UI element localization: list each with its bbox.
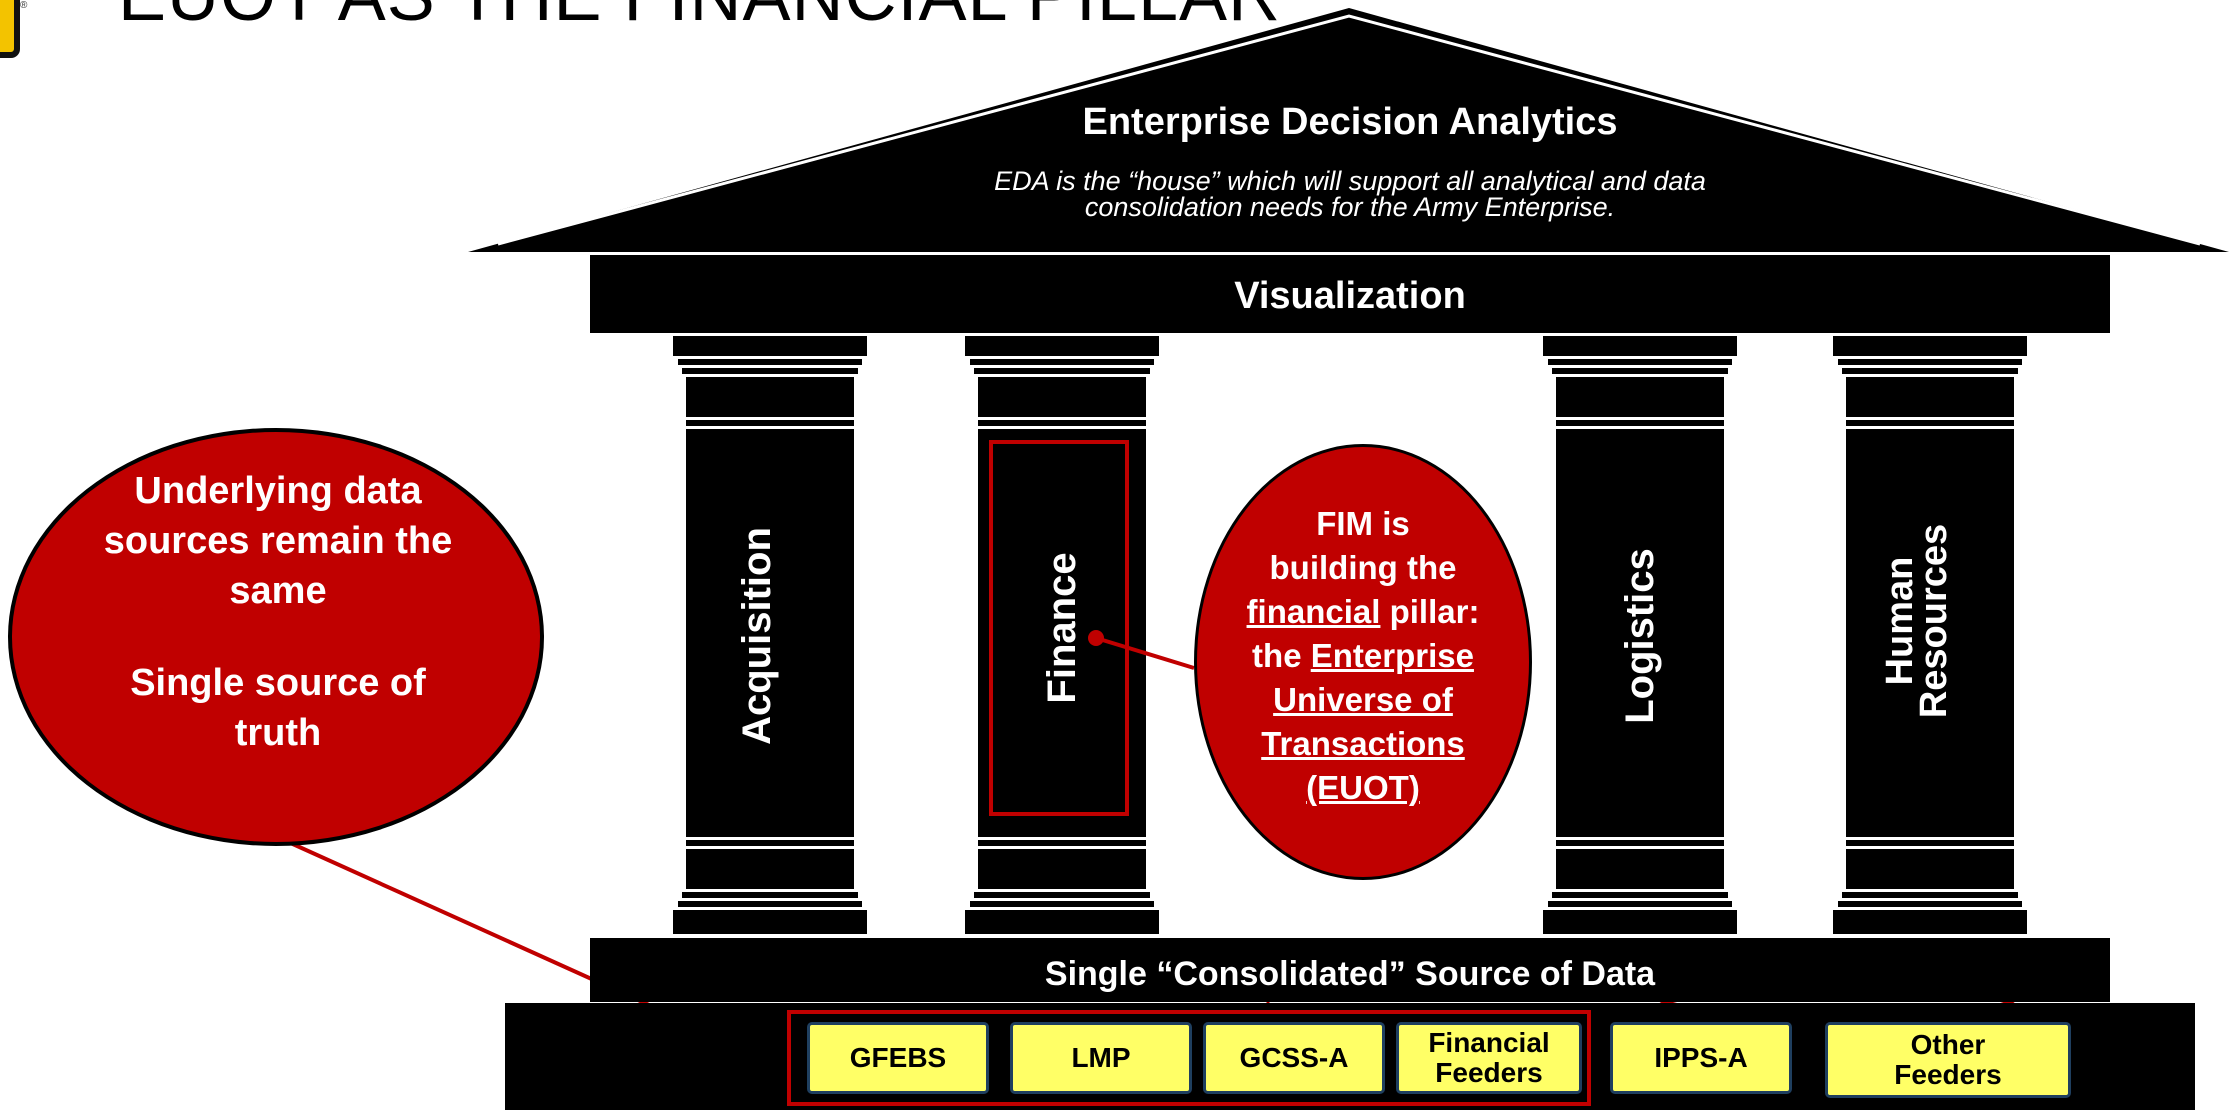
fim-callout-connector: [1095, 636, 1195, 670]
pillar-hr-line2: Resources: [1913, 523, 1955, 719]
fim-callout-line6: Transactions: [1261, 725, 1465, 762]
fim-the-text: the: [1252, 637, 1311, 674]
fim-pillar-text: pillar:: [1380, 593, 1480, 630]
source-financial-feeders-line1: Financial: [1428, 1027, 1550, 1058]
source-gcss-a-label: GCSS-A: [1239, 1042, 1349, 1073]
fim-callout-connector-dot: [1088, 630, 1104, 646]
source-financial-feeders: Financial Feeders: [1396, 1022, 1582, 1094]
fim-enterprise-underlined: Enterprise: [1310, 637, 1474, 674]
source-other-feeders-line2: Feeders: [1894, 1059, 2002, 1090]
registered-mark-icon: ®: [20, 0, 28, 11]
roof-subtitle: EDA is the “house” which will support al…: [900, 166, 1800, 222]
fim-callout-line2: building the: [1269, 549, 1457, 586]
fim-callout-line5: Universe of: [1273, 681, 1453, 718]
pillar-acquisition-label: Acquisition: [735, 527, 779, 745]
left-callout-text: Underlying data sources remain the same …: [28, 466, 528, 758]
source-financial-feeders-line2: Feeders: [1435, 1057, 1543, 1088]
columns: [673, 336, 2027, 934]
pillar-hr-line1: Human: [1879, 556, 1921, 686]
left-callout-line1: Underlying data: [134, 470, 422, 512]
source-ipps-a: IPPS-A: [1610, 1022, 1792, 1094]
source-gfebs: GFEBS: [807, 1022, 989, 1094]
fim-callout-bubble: [1194, 444, 1532, 880]
visualization-band: Visualization: [590, 255, 2110, 333]
column-finance: [965, 336, 1159, 934]
visualization-label: Visualization: [1234, 275, 1466, 317]
column-acquisition: [673, 336, 867, 934]
fim-callout-text: FIM is building the financial pillar: th…: [1194, 502, 1532, 810]
source-other-feeders: Other Feeders: [1825, 1022, 2071, 1098]
source-lmp-label: LMP: [1071, 1042, 1131, 1073]
page-title: EUOT AS THE FINANCIAL PILLAR: [118, 0, 1281, 32]
left-callout-line3: same: [229, 570, 327, 612]
pillar-human-resources-label: Human Resources: [1879, 523, 1955, 719]
roof-title: Enterprise Decision Analytics: [1082, 101, 1618, 143]
left-callout-line2: sources remain the: [103, 520, 453, 562]
army-logo: [0, 0, 20, 58]
column-logistics: [1543, 336, 1737, 934]
left-callout-line5: truth: [234, 712, 322, 754]
left-callout-bubble: [8, 428, 544, 846]
fim-callout-line4: the Enterprise: [1194, 634, 1532, 678]
source-gfebs-label: GFEBS: [849, 1042, 947, 1073]
fim-financial-underlined: financial: [1246, 593, 1381, 630]
left-callout-line4: Single source of: [130, 662, 426, 704]
consolidated-label: Single “Consolidated” Source of Data: [1044, 955, 1656, 993]
consolidated-data-band: Single “Consolidated” Source of Data: [590, 938, 2110, 1002]
pillar-logistics-label: Logistics: [1618, 548, 1662, 724]
source-gcss-a: GCSS-A: [1203, 1022, 1385, 1094]
column-human-resources: [1833, 336, 2027, 934]
roof: [468, 8, 2229, 252]
finance-highlight-box: [989, 440, 1129, 816]
fim-callout-line7: (EUOT): [1306, 769, 1420, 806]
source-ipps-a-label: IPPS-A: [1654, 1042, 1748, 1073]
roof-subtitle-line1: EDA is the “house” which will support al…: [994, 166, 1706, 196]
fim-callout-line1: FIM is: [1316, 505, 1410, 542]
source-other-feeders-line1: Other: [1910, 1029, 1986, 1060]
roof-subtitle-line2: consolidation needs for the Army Enterpr…: [1084, 192, 1616, 222]
financial-sources-group: [787, 1010, 1591, 1106]
fim-callout-line3: financial pillar:: [1194, 590, 1532, 634]
source-lmp: LMP: [1010, 1022, 1192, 1094]
